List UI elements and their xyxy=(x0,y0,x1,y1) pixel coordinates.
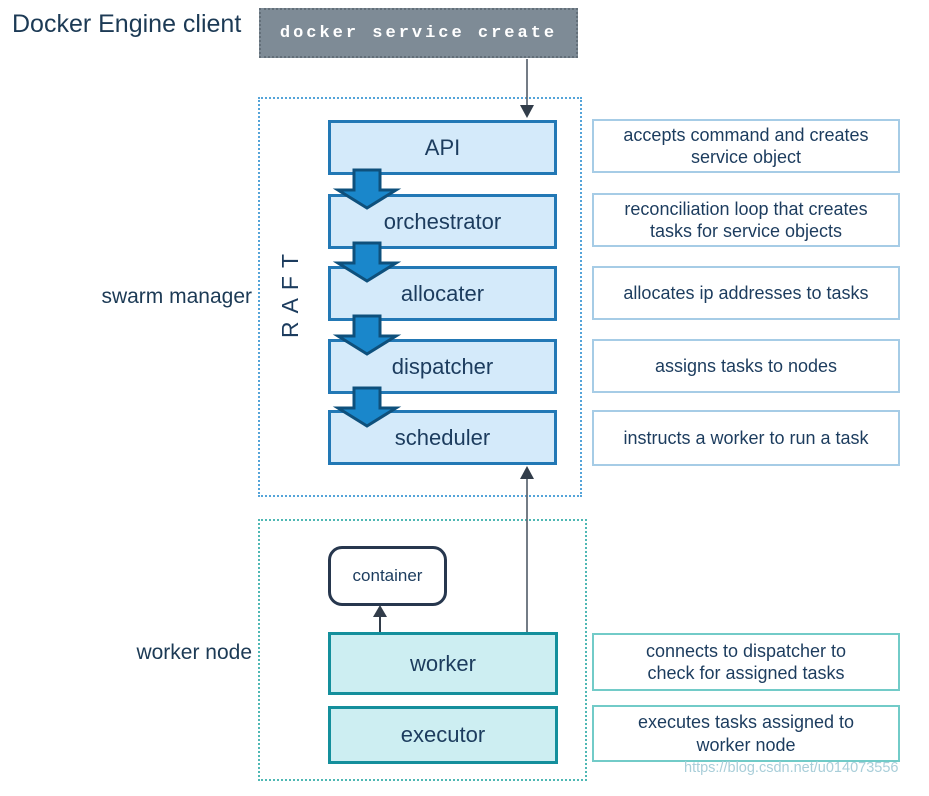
annotation-worker: connects to dispatcher to check for assi… xyxy=(592,633,900,691)
annotation-api: accepts command and creates service obje… xyxy=(592,119,900,173)
annotation-scheduler: instructs a worker to run a task xyxy=(592,410,900,466)
csdn-watermark: https://blog.csdn.net/u014073556 xyxy=(684,760,899,776)
worker-box: worker xyxy=(328,632,558,695)
command-text: docker service create xyxy=(279,23,558,43)
executor-box: executor xyxy=(328,706,558,764)
swarm-manager-label: swarm manager xyxy=(101,285,252,308)
docker-service-create-command-box: docker service create xyxy=(259,8,578,58)
container-box: container xyxy=(328,546,447,606)
api-node-box: API xyxy=(328,120,557,175)
docker-engine-client-label: Docker Engine client xyxy=(12,10,242,38)
annotation-executor: executes tasks assigned to worker node xyxy=(592,705,900,762)
annotation-allocater: allocates ip addresses to tasks xyxy=(592,266,900,320)
dispatcher-node-box: dispatcher xyxy=(328,339,557,394)
worker-node-region xyxy=(258,519,587,781)
annotation-orchestrator: reconciliation loop that creates tasks f… xyxy=(592,193,900,247)
raft-label: RAFT xyxy=(276,245,303,339)
orchestrator-node-box: orchestrator xyxy=(328,194,557,249)
worker-node-label: worker node xyxy=(136,641,252,664)
scheduler-node-box: scheduler xyxy=(328,410,557,465)
annotation-dispatcher: assigns tasks to nodes xyxy=(592,339,900,393)
swarm-manager-region xyxy=(258,97,582,497)
allocater-node-box: allocater xyxy=(328,266,557,321)
